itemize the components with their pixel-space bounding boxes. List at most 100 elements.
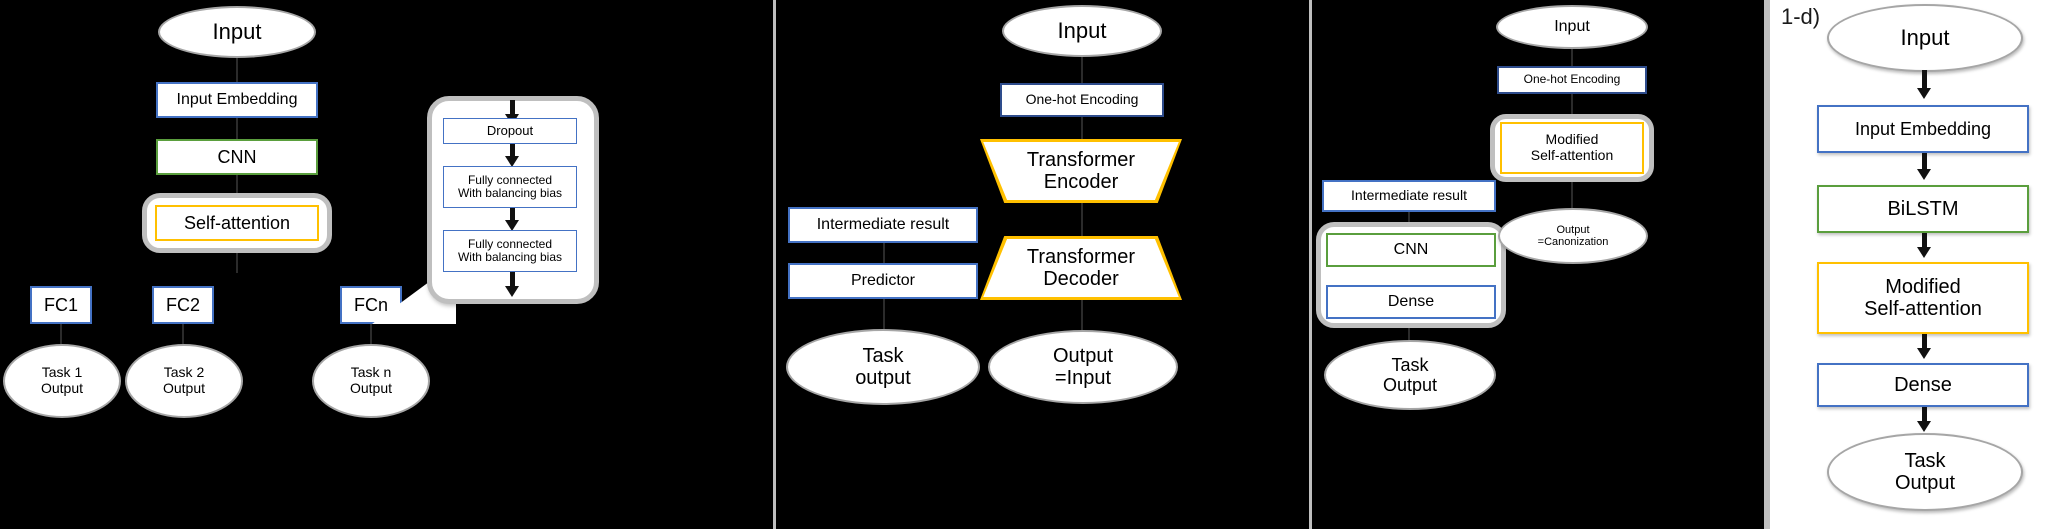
- node-bilstm-label: BiLSTM: [1887, 197, 1959, 220]
- connector-cnn-to-selfattention: [236, 175, 238, 193]
- connector-intermediate-to-group: [1408, 212, 1410, 228]
- node-input-embedding[interactable]: Input Embedding: [1817, 105, 2029, 153]
- arrow-head-fc1-to-fc2: [505, 220, 519, 231]
- node-input[interactable]: Input: [1827, 4, 2023, 72]
- transformer-decoder-fill: [983, 239, 1179, 297]
- panel-canonization-cnn-dense: Intermediate result CNN Dense Task Outpu…: [1312, 0, 1767, 529]
- arrow-head-modifiedattention-to-dense: [1917, 348, 1931, 359]
- node-cnn[interactable]: CNN: [1326, 233, 1496, 267]
- node-intermediate-result-label: Intermediate result: [816, 216, 950, 234]
- connector-decoder-to-output: [1081, 300, 1083, 330]
- node-fc-bias-1-line1: Fully connected: [467, 172, 553, 187]
- node-fcn[interactable]: FCn: [340, 286, 402, 324]
- node-fc-bias-2-line1: Fully connected: [467, 236, 553, 251]
- connector-fc1-to-task1: [60, 324, 62, 344]
- node-output-equals-canonization[interactable]: Output =Canonization: [1498, 208, 1648, 264]
- node-modified-self-attention-line1: Modified: [1885, 275, 1961, 298]
- node-task-output[interactable]: Task Output: [1827, 433, 2023, 511]
- connector-predictor-to-taskoutput: [883, 299, 885, 329]
- node-modified-self-attention-line1: Modified: [1545, 131, 1599, 148]
- node-task-output[interactable]: Task output: [786, 329, 980, 405]
- node-intermediate-result[interactable]: Intermediate result: [1322, 180, 1496, 212]
- node-one-hot-encoding-label: One-hot Encoding: [1025, 91, 1139, 108]
- arrow-head-dense-to-taskoutput: [1917, 421, 1931, 432]
- node-task-output-line1: Task: [1904, 449, 1946, 472]
- node-input-label: Input: [1900, 24, 1950, 50]
- node-transformer-decoder[interactable]: Transformer Decoder: [980, 236, 1182, 300]
- node-one-hot-encoding[interactable]: One-hot Encoding: [1497, 66, 1647, 94]
- node-task1-output-line1: Task 1: [41, 364, 83, 381]
- connector-onehot-to-modifiedattention: [1571, 94, 1573, 114]
- node-transformer-encoder[interactable]: Transformer Encoder: [980, 139, 1182, 203]
- node-predictor[interactable]: Predictor: [788, 263, 978, 299]
- node-input[interactable]: Input: [158, 6, 316, 58]
- node-task-output-line1: Task: [862, 344, 904, 367]
- arrow-stem-modifiedattention-to-dense: [1922, 334, 1927, 350]
- node-input-embedding[interactable]: Input Embedding: [156, 82, 318, 118]
- transformer-encoder-text: Transformer Encoder: [980, 139, 1182, 203]
- node-intermediate-result[interactable]: Intermediate result: [788, 207, 978, 243]
- node-fully-connected-balancing-bias-1[interactable]: Fully connected With balancing bias: [443, 166, 577, 208]
- node-task-output-line2: Output: [1894, 472, 1956, 494]
- node-fc1-label: FC1: [43, 294, 78, 315]
- node-fully-connected-balancing-bias-2[interactable]: Fully connected With balancing bias: [443, 230, 577, 272]
- arrow-head-input-to-embedding: [1917, 88, 1931, 99]
- node-modified-self-attention[interactable]: Modified Self-attention: [1817, 262, 2029, 334]
- connector-fcn-to-taskn: [370, 324, 372, 344]
- arrow-head-dropout-to-fc1: [505, 156, 519, 167]
- node-bilstm[interactable]: BiLSTM: [1817, 185, 2029, 233]
- connector-input-to-onehot: [1081, 57, 1083, 83]
- node-self-attention[interactable]: Self-attention: [155, 205, 319, 241]
- connector-input-to-onehot: [1571, 49, 1573, 66]
- node-one-hot-encoding[interactable]: One-hot Encoding: [1000, 83, 1164, 117]
- node-fc-bias-1-line2: With balancing bias: [457, 186, 563, 200]
- node-modified-self-attention[interactable]: Modified Self-attention: [1500, 122, 1644, 174]
- connector-fc2-to-task2: [182, 324, 184, 344]
- node-fc2[interactable]: FC2: [152, 286, 214, 324]
- arrow-stem-dense-to-taskoutput: [1922, 407, 1927, 423]
- arrow-stem-bilstm-to-modifiedattention: [1922, 233, 1927, 249]
- node-predictor-label: Predictor: [850, 272, 916, 290]
- node-input-embedding-label: Input Embedding: [176, 91, 298, 109]
- node-transformer-decoder-line1: Transformer: [1026, 245, 1136, 268]
- arrow-stem-into-dropout: [510, 100, 515, 116]
- node-dense-label: Dense: [1387, 293, 1435, 311]
- node-task-output[interactable]: Task Output: [1324, 340, 1496, 410]
- node-input[interactable]: Input: [1496, 5, 1648, 49]
- arrow-stem-input-to-embedding: [1922, 70, 1927, 90]
- node-cnn-label: CNN: [217, 146, 257, 167]
- node-taskn-output[interactable]: Task n Output: [312, 344, 430, 418]
- arrow-head-callout-out: [505, 286, 519, 297]
- node-task-output-line2: output: [855, 367, 911, 389]
- node-modified-self-attention-line2: Self-attention: [1864, 298, 1982, 320]
- panel-label: 1-d): [1781, 4, 1821, 29]
- node-output-line2: =Input: [1054, 367, 1112, 389]
- node-one-hot-encoding-label: One-hot Encoding: [1523, 72, 1621, 87]
- node-cnn[interactable]: CNN: [156, 139, 318, 175]
- node-output-equals-input[interactable]: Output =Input: [988, 330, 1178, 404]
- node-modified-self-attention-line2: Self-attention: [1530, 147, 1614, 163]
- connector-onehot-to-encoder: [1081, 117, 1083, 139]
- node-task1-output[interactable]: Task 1 Output: [3, 344, 121, 418]
- node-task2-output[interactable]: Task 2 Output: [125, 344, 243, 418]
- node-task2-output-line1: Task 2: [163, 364, 205, 381]
- node-fc1[interactable]: FC1: [30, 286, 92, 324]
- arrow-stem-embedding-to-bilstm: [1922, 153, 1927, 171]
- transformer-decoder-text: Transformer Decoder: [980, 236, 1182, 300]
- panel-multitask-cnn-selfattention: Input Input Embedding CNN Self-attention…: [0, 0, 776, 529]
- panel-transformer-autoencoder: Intermediate result Predictor Task outpu…: [776, 0, 1312, 529]
- node-dense[interactable]: Dense: [1326, 285, 1496, 319]
- node-output-line2: =Canonization: [1537, 236, 1609, 248]
- connector-group-to-taskoutput: [1408, 328, 1410, 344]
- node-dense[interactable]: Dense: [1817, 363, 2029, 407]
- node-dropout-label: Dropout: [486, 122, 534, 138]
- node-input[interactable]: Input: [1002, 5, 1162, 57]
- node-input-embedding-label: Input Embedding: [1854, 118, 1992, 139]
- node-output-line1: Output: [1052, 344, 1114, 367]
- arrow-stem-dropout-to-fc1: [510, 144, 515, 158]
- node-dropout[interactable]: Dropout: [443, 118, 577, 144]
- arrow-head-bilstm-to-modifiedattention: [1917, 247, 1931, 258]
- node-cnn-label: CNN: [1393, 241, 1429, 259]
- connector-intermediate-to-predictor: [883, 243, 885, 263]
